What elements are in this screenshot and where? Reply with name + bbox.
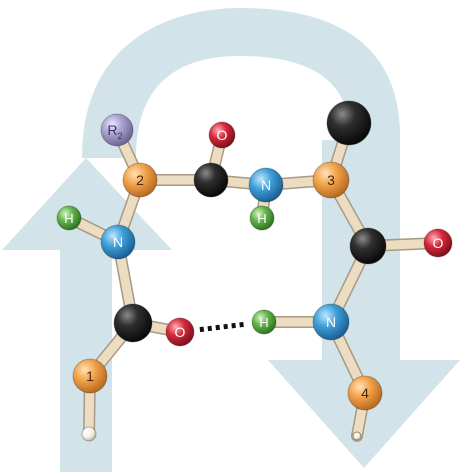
atom-sphere-N_top (248, 167, 284, 203)
atom-Ca1: 1 (72, 358, 108, 394)
atom-label-Ca3: 3 (327, 172, 335, 188)
atom-T4 (352, 431, 362, 441)
atom-sphere-Side3 (326, 100, 372, 146)
atom-N_left: N (100, 224, 136, 260)
atom-sphere-O_right (423, 228, 453, 258)
turn-arrow-left-shaft (60, 240, 112, 472)
atom-sphere-C_carbonyl_bottom (113, 303, 153, 343)
atom-T1 (81, 426, 97, 442)
atom-label-H_left: H (64, 211, 73, 226)
atom-C_carbonyl_bottom (113, 303, 153, 343)
atom-C_carbonyl_right (349, 227, 387, 265)
atom-O_bottom: O (165, 317, 195, 347)
atom-sphere-N_left (100, 224, 136, 260)
atom-O_top: O (208, 121, 236, 149)
atom-label-N_right: N (326, 314, 336, 330)
atom-H_top: H (249, 205, 275, 231)
atom-label-H_top: H (257, 211, 266, 226)
atom-C_carbonyl_top (193, 162, 229, 198)
atom-N_right: N (312, 303, 350, 341)
atom-label-N_left: N (113, 234, 123, 250)
atom-Ca3: 3 (312, 161, 350, 199)
atom-sphere-C_carbonyl_top (193, 162, 229, 198)
atom-O_right: O (423, 228, 453, 258)
atom-sphere-N_right (312, 303, 350, 341)
atom-Ca4: 4 (347, 375, 383, 411)
atom-H_left: H (56, 205, 82, 231)
atom-N_top: N (248, 167, 284, 203)
atom-label-H_bottom: H (259, 315, 268, 330)
atom-label-N_top: N (261, 177, 271, 193)
hydrogen-bond-O_bottom-H_bottom (199, 321, 247, 333)
atom-sphere-H_bottom (251, 309, 277, 335)
atom-sphere-O_top (208, 121, 236, 149)
atom-sphere-Ca3 (312, 161, 350, 199)
atom-sphere-Ca4 (347, 375, 383, 411)
atom-label-Ca1: 1 (86, 368, 94, 384)
atom-sphere-O_bottom (165, 317, 195, 347)
atom-label-O_bottom: O (175, 324, 186, 340)
atom-label-O_right: O (433, 235, 444, 251)
atom-label-R2: R2 (107, 122, 122, 141)
atom-sphere-H_left (56, 205, 82, 231)
hydrogen-bonds (199, 321, 247, 333)
atom-H_bottom: H (251, 309, 277, 335)
atom-sphere-Ca2 (122, 162, 158, 198)
atom-label-Ca4: 4 (361, 385, 369, 401)
atom-sphere-R2 (100, 113, 134, 147)
atom-label-Ca2: 2 (136, 172, 144, 188)
atom-Ca2: 2 (122, 162, 158, 198)
atom-sphere-C_carbonyl_right (349, 227, 387, 265)
atom-sphere-H_top (249, 205, 275, 231)
atom-R2: R2 (100, 113, 134, 147)
turn-arrow-arc (82, 8, 400, 158)
atom-sphere-T1 (81, 426, 97, 442)
atom-Side3 (326, 100, 372, 146)
atom-label-O_top: O (217, 127, 228, 143)
atom-sphere-Ca1 (72, 358, 108, 394)
